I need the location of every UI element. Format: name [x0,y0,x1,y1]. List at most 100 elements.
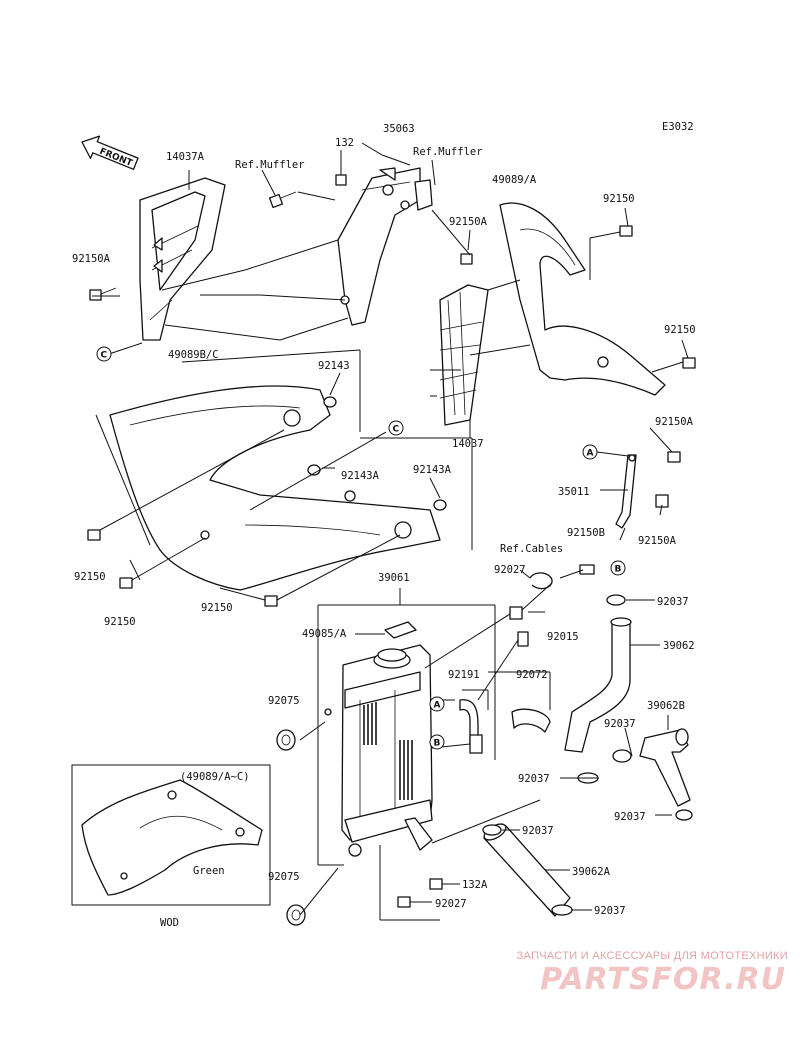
collar-small [200,530,210,540]
watermark-logo: PARTSFOR.RU [540,962,786,997]
label-49085A: 49085/A [302,628,347,640]
clamp-92027-bottom [397,896,411,908]
label-92075-bottom: 92075 [268,871,300,883]
bolt-132A [429,878,443,890]
shroud-49089BC [109,385,441,591]
callout-b-hose: B [610,560,626,576]
label-ref-cables: Ref.Cables [500,543,563,555]
radiator-bracket-35063 [337,167,433,326]
bolt-92150A-left [89,287,117,301]
label-92143A-a: 92143A [341,470,380,482]
label-92037-e: 92037 [522,825,554,837]
inset-variant-label: (49089/A~C) [180,771,250,783]
clamp-92072 [511,708,551,733]
bolt-92150-right [682,357,696,369]
label-92037-a: 92037 [657,596,689,608]
label-39062A: 39062A [572,866,611,878]
grommet-92143 [323,396,337,408]
label-92150A-mid: 92150A [449,216,488,228]
callout-c-upper: C [96,346,112,362]
label-92037-c: 92037 [518,773,550,785]
variant-inset: (49089/A~C) Green WOD [71,764,271,929]
cap-49085A [384,621,417,639]
label-92191: 92191 [448,669,480,681]
bolt-92150-top-right [619,225,633,237]
diagram-code: E3032 [662,121,694,133]
tube-92015 [517,631,529,647]
label-92143: 92143 [318,360,350,372]
hose-clamp-f [551,904,573,916]
label-14037: 14037 [452,438,484,450]
inset-color-label: Green [193,865,225,877]
shroud-louver-14037A [139,177,226,341]
bolt-92150A-right [667,451,681,463]
callout-a-radiator: A [429,696,445,712]
bolt-92150-left-b [119,577,133,589]
callout-a-stay: A [582,444,598,460]
label-92037-f: 92037 [594,905,626,917]
hose-clamp-a [606,594,626,606]
label-132: 132 [335,137,354,149]
hose-39062B [639,728,691,807]
label-39062: 39062 [663,640,695,652]
label-92027-top: 92027 [494,564,526,576]
label-ref-muffler-right: Ref.Muffler [413,146,483,158]
svg-text:A: A [434,701,441,711]
label-49089A: 49089/A [492,174,537,186]
label-14037A: 14037A [166,151,205,163]
front-direction-arrow: FRONT [81,135,139,170]
label-92150-left-b: 92150 [104,616,136,628]
bolt-92150A-mid [460,253,473,265]
label-92150A-right-b: 92150A [638,535,677,547]
bolt-ref-muffler-left [268,191,297,209]
svg-text:C: C [393,425,400,435]
svg-text:B: B [434,739,441,749]
hose-92191 [459,699,483,754]
bolt-92150-mid [264,595,278,607]
label-92150-left-a: 92150 [74,571,106,583]
label-92075-top: 92075 [268,695,300,707]
label-92037-d: 92037 [614,811,646,823]
inset-note: WOD [160,917,179,929]
label-92150-right: 92150 [664,324,696,336]
clamp-92027-top [529,572,553,590]
bolt-92150-left-a [87,529,101,541]
label-92150-top-right: 92150 [603,193,635,205]
hose-clamp-b [612,749,632,763]
callout-c-lower: C [388,420,404,436]
label-132A: 132A [462,879,488,891]
label-35063: 35063 [383,123,415,135]
label-92150A-right: 92150A [655,416,694,428]
grommet-92075-bottom [286,904,306,926]
shroud-49089A [499,202,666,396]
grommet-92143A-b [433,499,447,511]
label-39061: 39061 [378,572,410,584]
callout-b-radiator: B [429,734,445,750]
leader-lines [92,142,689,921]
hose-39062 [564,617,632,753]
bolt-92150B [579,564,595,575]
label-92150-mid: 92150 [201,602,233,614]
svg-text:A: A [587,449,594,459]
hose-clamp-e [482,824,502,836]
label-92150B: 92150B [567,527,605,539]
label-ref-muffler-left: Ref.Muffler [235,159,305,171]
label-49089BC: 49089B/C [168,349,219,361]
watermark-caption: ЗАПЧАСТИ И АКСЕССУАРЫ ДЛЯ МОТОТЕХНИКИ [516,950,788,962]
drain-bolt-top [509,606,523,620]
radiator-39061 [324,644,433,857]
svg-text:B: B [615,565,622,575]
label-92150A-left: 92150A [72,253,111,265]
label-39062B: 39062B [647,700,685,712]
label-92072: 92072 [516,669,548,681]
grommet-92075-top [276,729,296,751]
label-92027-bottom: 92027 [435,898,467,910]
label-35011: 35011 [558,486,590,498]
label-92015: 92015 [547,631,579,643]
label-92037-b: 92037 [604,718,636,730]
hose-clamp-d [675,809,693,821]
bolt-132 [335,150,347,186]
label-92143A-b: 92143A [413,464,452,476]
